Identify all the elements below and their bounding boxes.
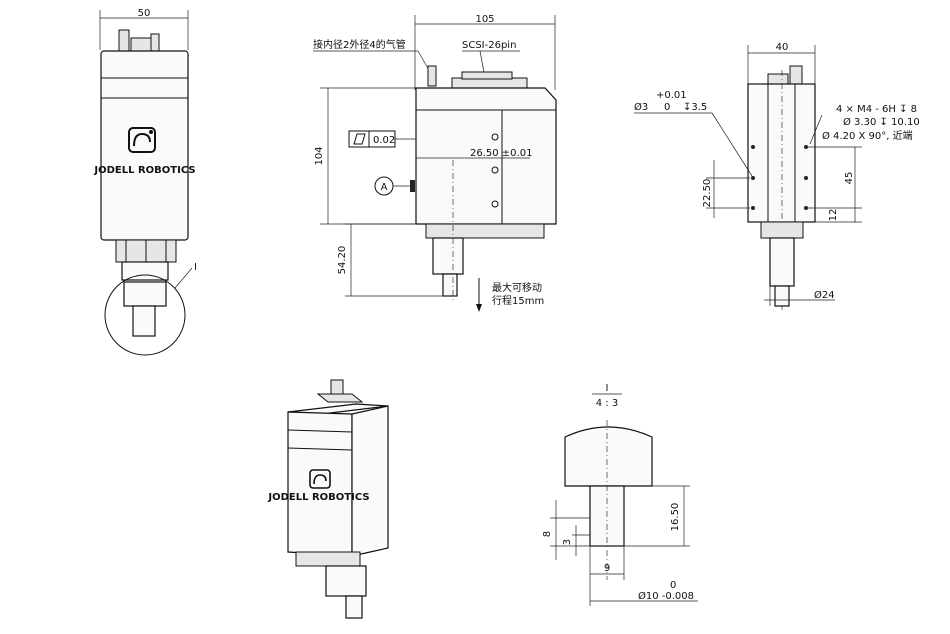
air-pipe-note: 接内径2外径4的气管: [313, 38, 406, 51]
detail-shaft-dia: Ø10 -0.008: [638, 590, 694, 602]
side-view: 105 接内径2外径4的气管 SCSI-26pin 104 0.02 26.50…: [313, 14, 557, 312]
dim-3: 3: [562, 539, 573, 545]
csk-note: Ø 4.20 X 90°, 近端: [822, 129, 913, 142]
center-dim: 26.50 ±0.01: [470, 148, 532, 159]
travel-note-2: 行程15mm: [492, 294, 544, 307]
pin-tol-upper: +0.01: [656, 90, 687, 101]
front-width-dim: 50: [138, 8, 151, 19]
isometric-view: JODELL ROBOTICS: [267, 379, 389, 619]
front-view: 50 JODELL ROBOTICS I: [93, 8, 197, 356]
drill-note: Ø 3.30 ↧ 10.10: [843, 116, 920, 128]
travel-note-1: 最大可移动: [492, 281, 542, 294]
pin-tol-lower: 0: [664, 102, 670, 113]
right-body: [747, 83, 816, 223]
detail-scale: 4 : 3: [596, 398, 618, 409]
pin-diameter: Ø3: [634, 101, 648, 113]
dim-8: 8: [542, 531, 553, 537]
front-detail-mark: I: [194, 262, 197, 273]
iso-logo-text: JODELL ROBOTICS: [267, 492, 369, 503]
detail-view: I 4 : 3 16.50 8 3 9 0 Ø10 -0.008: [542, 383, 698, 606]
dim-16-50: 16.50: [670, 503, 681, 532]
detail-head: [564, 426, 653, 487]
dim-9: 9: [604, 563, 610, 574]
side-body: [415, 87, 557, 225]
thread-note: 4 × M4 - 6H ↧ 8: [836, 104, 917, 115]
datum-label: A: [381, 182, 388, 193]
detail-label: I: [606, 383, 609, 394]
detail-tol-top: 0: [670, 580, 676, 591]
right-view: 40 +0.01 Ø3 0 ↧3.5 4 × M4 - 6H ↧ 8 Ø 3.3…: [634, 42, 920, 310]
flatness-value: 0.02: [373, 135, 395, 146]
pin-depth: ↧3.5: [683, 102, 707, 113]
right-width-dim: 40: [776, 42, 789, 53]
stroke-dim: 54.20: [337, 246, 348, 275]
iso-side-face: [351, 405, 389, 557]
dim-45: 45: [844, 172, 855, 185]
front-body: [100, 50, 189, 241]
side-width-dim: 105: [475, 14, 494, 25]
front-logo-text: JODELL ROBOTICS: [93, 165, 195, 176]
brand-logo-icon: [128, 127, 156, 153]
side-height-dim: 104: [314, 146, 325, 165]
connector-note: SCSI-26pin: [462, 40, 516, 51]
dim-22-50: 22.50: [702, 179, 713, 208]
iso-logo-icon: [309, 469, 331, 489]
right-shaft-dia: Ø24: [814, 289, 835, 301]
iso-front-face: [287, 411, 353, 557]
detail-circle: [104, 274, 186, 356]
dim-12: 12: [828, 209, 839, 222]
